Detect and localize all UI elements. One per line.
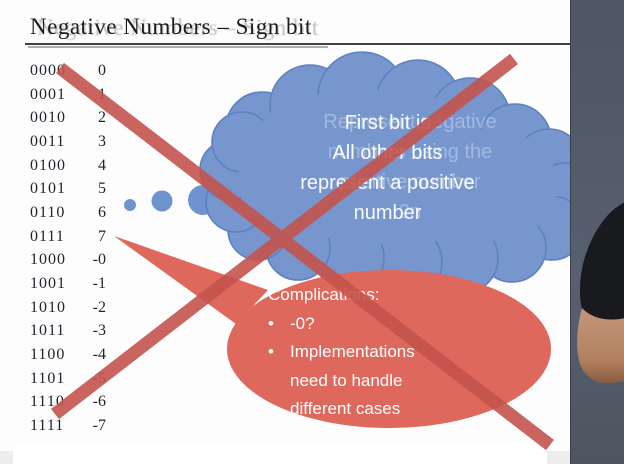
bullet-text: Implementations: [290, 342, 415, 361]
callout-heading: Complications:: [268, 285, 380, 304]
table-row: 1101 -5: [30, 367, 106, 391]
decimal-value: 0: [98, 61, 106, 79]
decimal-value: 4: [98, 156, 106, 174]
decimal-value: 5: [98, 180, 106, 198]
cloud-text-line: First bit is: [344, 112, 431, 134]
table-row: 1111 -7: [30, 414, 106, 438]
decimal-value: -5: [92, 369, 106, 387]
decimal-value: -0: [92, 251, 106, 269]
table-row: 0101 5: [30, 177, 106, 201]
speaker-shirt: [579, 202, 624, 322]
binary-value: 0101: [30, 180, 66, 198]
callout-bullets: • -0? • Implementations need to handle differ…: [268, 310, 518, 424]
slide-title: Negative Numbers – Sign bit: [30, 14, 312, 39]
binary-value: 1110: [30, 393, 65, 411]
title-underline: [25, 43, 570, 45]
table-row: 1100 -4: [30, 343, 106, 367]
decimal-value: 7: [98, 227, 106, 245]
table-row: 0011 3: [30, 130, 106, 154]
speaker-arm: [577, 308, 624, 384]
binary-value: 1100: [30, 346, 66, 364]
table-row: 1010 -2: [30, 296, 106, 320]
cloud-text-line: number: [353, 202, 422, 224]
table-row: 0001 1: [30, 83, 106, 107]
table-row: 1001 -1: [30, 272, 106, 296]
binary-value: 0111: [30, 227, 65, 245]
binary-value: 0100: [30, 156, 66, 174]
binary-value: 1010: [30, 298, 66, 316]
decimal-value: -6: [92, 393, 106, 411]
binary-value: 0010: [30, 109, 66, 127]
lecture-slide: Negative Numbers – Sign bit Negative Num…: [0, 14, 570, 464]
decimal-value: 2: [98, 109, 106, 127]
decimal-value: -2: [92, 298, 106, 316]
bullet-icon: •: [268, 313, 274, 333]
decimal-value: 6: [98, 203, 106, 221]
decimal-value: 1: [98, 85, 106, 103]
binary-value: 0000: [30, 61, 66, 79]
thought-dots-icon: [124, 185, 218, 215]
binary-value: 1101: [30, 369, 66, 387]
table-row: 1011 -3: [30, 320, 106, 344]
binary-value: 1000: [30, 251, 66, 269]
table-row: 0100 4: [30, 154, 106, 178]
callout-bullet-line: need to handle: [290, 370, 403, 390]
binary-value: 0001: [30, 85, 66, 103]
decimal-value: -7: [92, 417, 106, 435]
binary-value: 1001: [30, 275, 66, 293]
table-row: 1000 -0: [30, 249, 106, 273]
decimal-value: 3: [98, 132, 106, 150]
title-underline-ghost: [28, 46, 328, 48]
binary-value: 0011: [30, 132, 66, 150]
webcam-strip: [570, 0, 624, 464]
binary-value: 1011: [30, 322, 66, 340]
slide-title-ghost: Negative Numbers – Sign bit: [37, 15, 319, 40]
table-row: 1110 -6: [30, 391, 106, 415]
cloud-text-line: All other bits: [332, 142, 443, 164]
decimal-value: -4: [92, 346, 106, 364]
binary-value: 1111: [30, 417, 65, 435]
binary-value: 0110: [30, 203, 66, 221]
cloud-text: First bit is All other bits represent a po…: [245, 108, 530, 228]
callout-text: Complications: • -0? • Implementations need …: [268, 281, 518, 424]
callout-bullet-line: • Implementations: [268, 338, 518, 367]
speaker-silhouette: [571, 0, 624, 464]
decimal-value: -1: [92, 275, 106, 293]
decimal-value: -3: [92, 322, 106, 340]
callout-bullet-line: • -0?: [268, 310, 518, 339]
callout-bullet-line: different cases: [290, 399, 401, 418]
bullet-icon: •: [268, 342, 274, 361]
slide-bottom-card: [13, 442, 547, 464]
table-row: 0010 2: [30, 106, 106, 130]
table-row: 0111 7: [30, 225, 106, 249]
table-row: 0110 6: [30, 201, 106, 225]
cloud-text-line: represent a positive: [300, 172, 475, 194]
bullet-text: -0?: [290, 313, 315, 333]
